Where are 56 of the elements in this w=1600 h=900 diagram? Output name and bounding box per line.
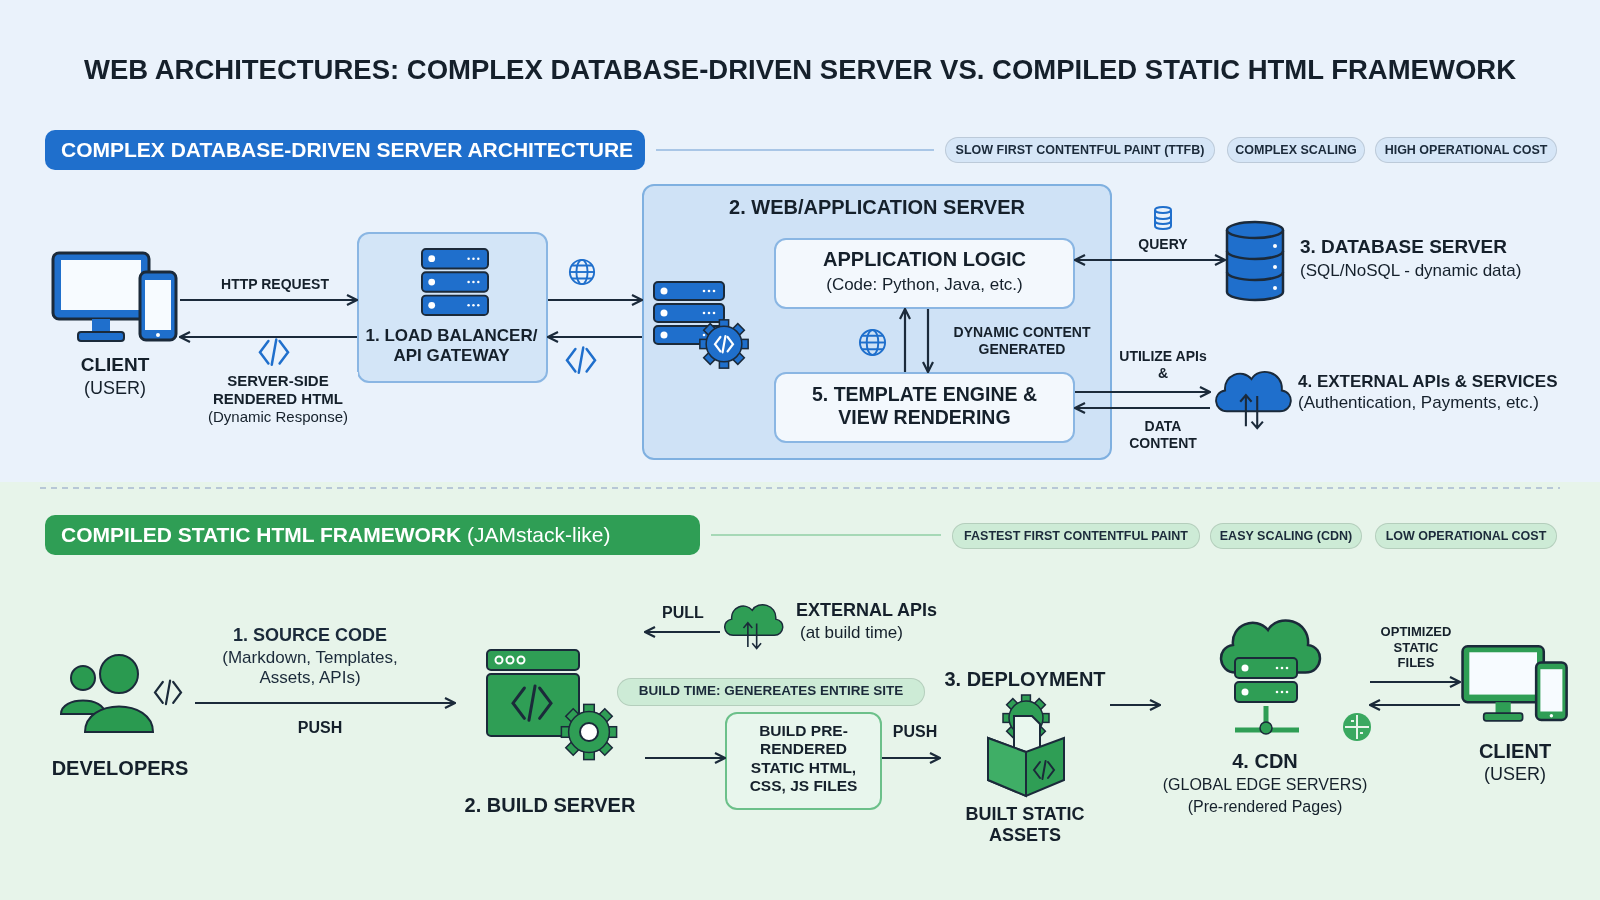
node-title: DEVELOPERS [50, 757, 190, 781]
arrow [1368, 698, 1460, 712]
node-subtitle: (SQL/NoSQL - dynamic data) [1300, 261, 1523, 282]
node-title: 1. LOAD BALANCER/ API GATEWAY [364, 326, 539, 367]
arrow [180, 293, 359, 307]
process-box [357, 232, 548, 383]
node-subtitle: (Pre-rendered Pages) [1186, 798, 1344, 817]
process-box [774, 238, 1075, 309]
node-title: APPLICATION LOGIC [822, 248, 1027, 272]
arrow [643, 625, 720, 639]
node-title: 5. TEMPLATE ENGINE & VIEW RENDERING [811, 383, 1038, 429]
node-subtitle: (at build time) [800, 623, 904, 644]
arrow [178, 330, 357, 344]
node-title: 3. DEPLOYMENT [943, 668, 1107, 692]
node-title: 2. BUILD SERVER [463, 794, 637, 818]
arrow [1073, 253, 1227, 267]
node-subtitle: BUILT STATIC ASSETS [964, 804, 1086, 847]
tag: SLOW FIRST CONTENTFUL PAINT (TTFB) [945, 137, 1215, 163]
section-header: COMPLEX DATABASE-DRIVEN SERVER ARCHITECTURE [45, 130, 645, 170]
arrow [1073, 401, 1210, 415]
section-header: COMPILED STATIC HTML FRAMEWORK (JAMstack-like) [45, 515, 700, 555]
arrow [882, 751, 942, 765]
arrow [1075, 385, 1212, 399]
node-title: CLIENT [79, 354, 151, 377]
arrow [898, 307, 912, 372]
step-title: 1. SOURCE CODE [232, 625, 388, 647]
node-subtitle: (USER) [1483, 764, 1547, 786]
node-title: CLIENT [1477, 740, 1553, 764]
tag: FASTEST FIRST CONTENTFUL PAINT [952, 523, 1200, 549]
arrow [195, 696, 457, 710]
arrow [645, 751, 727, 765]
node-title: 2. WEB/APPLICATION SERVER [728, 196, 1026, 220]
node-title: BUILD PRE-RENDERED STATIC HTML, CSS, JS FILES [748, 722, 859, 796]
process-box [725, 712, 882, 810]
arrow [548, 293, 644, 307]
node-title: 4. EXTERNAL APIs & SERVICES [1298, 372, 1559, 393]
arrow [1370, 675, 1462, 689]
node-title: EXTERNAL APIs [796, 600, 939, 622]
tag: LOW OPERATIONAL COST [1375, 523, 1557, 549]
node-subtitle: (GLOBAL EDGE SERVERS) [1161, 776, 1369, 795]
tag: BUILD TIME: GENEREATES ENTIRE SITE [617, 678, 925, 706]
tag: EASY SCALING (CDN) [1210, 523, 1362, 549]
arrow [546, 330, 642, 344]
arrow [1110, 698, 1162, 712]
step-detail: (Markdown, Templates, Assets, APIs) [221, 648, 399, 689]
tag: HIGH OPERATIONAL COST [1375, 137, 1557, 163]
diagram-title: WEB ARCHITECTURES: COMPLEX DATABASE-DRIVEN SERVER VS. COMPILED STATIC HTML FRAMEWORK [82, 54, 1518, 87]
process-box [774, 372, 1075, 443]
node-subtitle: (Code: Python, Java, etc.) [825, 275, 1024, 296]
node-subtitle: (Authentication, Payments, etc.) [1298, 393, 1540, 414]
node-subtitle: (USER) [83, 378, 147, 400]
node-title: 3. DATABASE SERVER [1300, 236, 1508, 259]
server-container [642, 184, 1112, 460]
arrow [921, 309, 935, 374]
node-title: 4. CDN [1231, 750, 1299, 774]
tag: COMPLEX SCALING [1227, 137, 1365, 163]
